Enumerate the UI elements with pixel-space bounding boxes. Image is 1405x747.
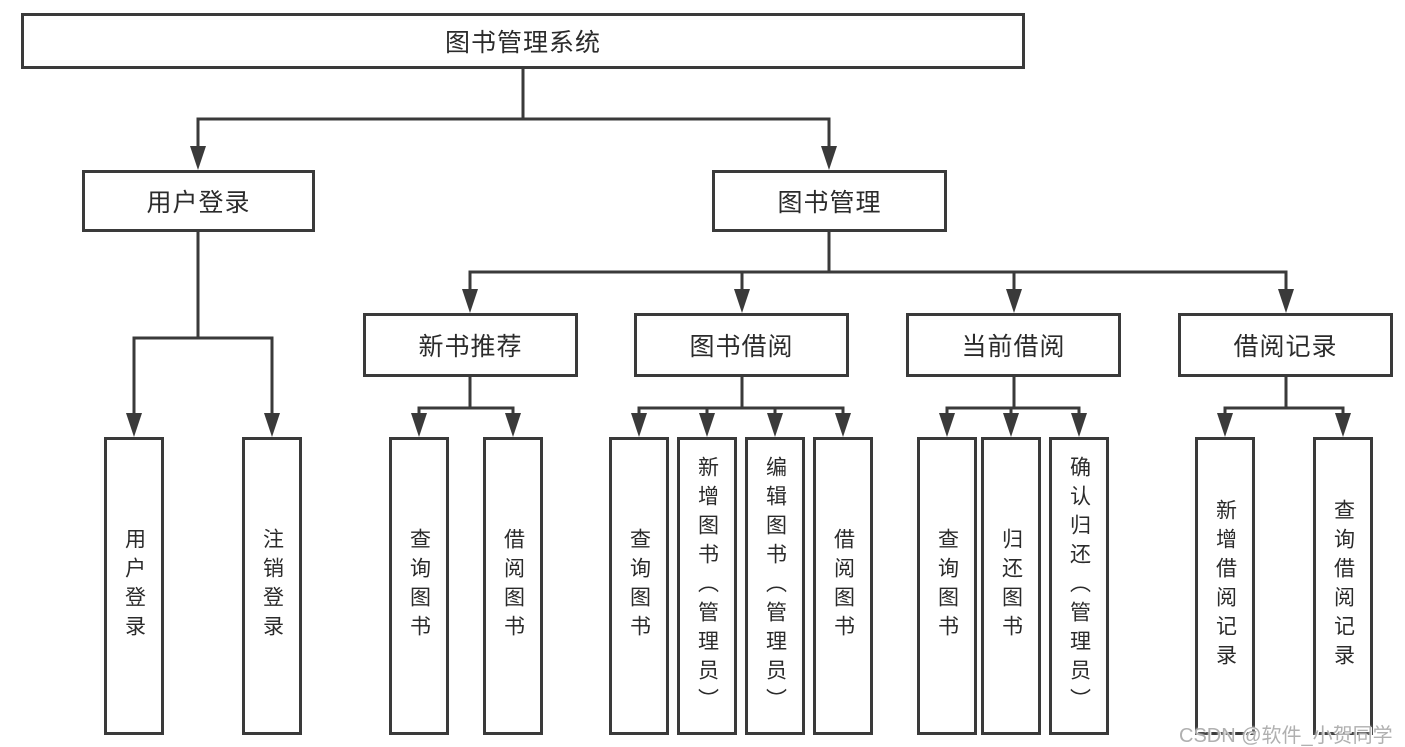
node-new-book-recommend: 新书推荐 [363, 313, 578, 377]
connector-book-management-branch [462, 232, 1294, 313]
node-label: 图书借阅 [689, 333, 794, 361]
node-book-borrowing: 图书借阅 [634, 313, 849, 377]
node-label: 新增图书（管理员） [695, 455, 719, 717]
leaf-add-book-admin: 新增图书（管理员） [677, 437, 737, 735]
node-label: 用户登录 [146, 189, 251, 217]
node-label: 新书推荐 [418, 333, 523, 361]
node-label: 用户登录 [122, 528, 146, 644]
node-label: 查询图书 [935, 528, 959, 644]
node-label: 查询图书 [407, 528, 431, 644]
connector-borrowing-records-branch [1217, 377, 1351, 437]
node-label: 查询图书 [627, 528, 651, 644]
connector-book-borrowing-branch [631, 377, 851, 437]
node-label: 借阅记录 [1233, 333, 1338, 361]
leaf-confirm-return-admin: 确认归还（管理员） [1049, 437, 1109, 735]
leaf-logout: 注销登录 [242, 437, 302, 735]
leaf-add-borrow-record: 新增借阅记录 [1195, 437, 1255, 735]
node-label: 当前借阅 [961, 333, 1066, 361]
leaf-user-login: 用户登录 [104, 437, 164, 735]
node-label: 图书管理系统 [444, 29, 601, 57]
node-label: 新增借阅记录 [1213, 499, 1237, 673]
node-label: 借阅图书 [501, 528, 525, 644]
node-borrowing-records: 借阅记录 [1178, 313, 1393, 377]
leaf-query-books-3: 查询图书 [917, 437, 977, 735]
node-label: 图书管理 [777, 189, 882, 217]
node-label: 确认归还（管理员） [1067, 455, 1091, 717]
node-library-system: 图书管理系统 [21, 13, 1025, 69]
node-label: 借阅图书 [831, 528, 855, 644]
connector-current-borrowing-branch [939, 377, 1087, 437]
connector-root-to-level2 [190, 69, 837, 170]
node-label: 注销登录 [260, 528, 284, 644]
node-book-management: 图书管理 [712, 170, 947, 232]
node-user-login: 用户登录 [82, 170, 315, 232]
connector-user-login-branch [126, 232, 280, 437]
node-label: 归还图书 [999, 528, 1023, 644]
node-label: 查询借阅记录 [1331, 499, 1355, 673]
leaf-query-books-1: 查询图书 [389, 437, 449, 735]
connector-new-book-branch [411, 377, 521, 437]
leaf-edit-book-admin: 编辑图书（管理员） [745, 437, 805, 735]
leaf-return-book: 归还图书 [981, 437, 1041, 735]
leaf-borrow-books-1: 借阅图书 [483, 437, 543, 735]
leaf-borrow-books-2: 借阅图书 [813, 437, 873, 735]
leaf-query-borrow-record: 查询借阅记录 [1313, 437, 1373, 735]
node-label: 编辑图书（管理员） [763, 455, 787, 717]
watermark-text: CSDN @软件_小贺同学 [1179, 725, 1393, 747]
node-current-borrowing: 当前借阅 [906, 313, 1121, 377]
leaf-query-books-2: 查询图书 [609, 437, 669, 735]
